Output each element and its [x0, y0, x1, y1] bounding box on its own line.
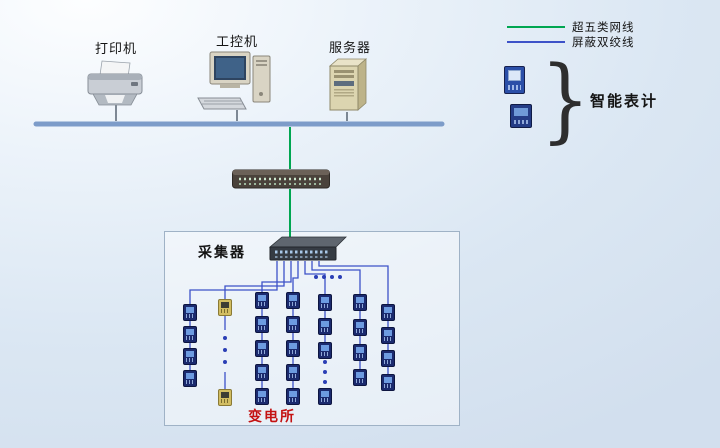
meter-icon [381, 327, 395, 344]
meter-icon [353, 344, 367, 361]
industrial-pc-icon [196, 50, 276, 117]
ellipsis-dot [323, 380, 327, 384]
substation-label: 变电所 [248, 410, 296, 425]
smart-meter-icon-a [504, 66, 525, 94]
smart-meter-icon-b [510, 104, 532, 128]
brace-glyph: } [540, 46, 591, 153]
legend-label-stp: 屏蔽双绞线 [572, 37, 635, 49]
industrial-pc-label: 工控机 [215, 34, 258, 49]
meter-icon [318, 342, 332, 359]
branch-4 [292, 261, 299, 396]
meter-icon [318, 318, 332, 335]
meter-icon [183, 326, 197, 343]
collector-icon [266, 236, 350, 269]
server-icon [324, 56, 372, 119]
meter-icon [183, 370, 197, 387]
meter-icon [255, 292, 269, 309]
meter-icon [255, 340, 269, 357]
meter-icon [183, 304, 197, 321]
branch-7 [318, 261, 389, 382]
legend-line-stp [507, 41, 565, 43]
ellipsis-dot [223, 348, 227, 352]
legend-label-cat5: 超五类网线 [572, 22, 635, 34]
meter-icon [353, 369, 367, 386]
meter-icon [255, 364, 269, 381]
meter-icon [353, 294, 367, 311]
meter-icon [318, 294, 332, 311]
ellipsis-dot [323, 370, 327, 374]
meter-icon [318, 388, 332, 405]
meter-icon [286, 388, 300, 405]
branch-3 [261, 261, 292, 396]
meter-icon [218, 389, 232, 406]
ellipsis-dot [338, 275, 342, 279]
ellipsis-dot [314, 275, 318, 279]
meter-icon [286, 340, 300, 357]
ellipsis-dot [322, 275, 326, 279]
meter-icon [255, 388, 269, 405]
printer-icon [86, 60, 146, 111]
branch-5 [304, 261, 326, 352]
ethernet-switch-icon [232, 168, 330, 195]
meter-icon [255, 316, 269, 333]
collector-label: 采集器 [198, 246, 246, 261]
ellipsis-dot [330, 275, 334, 279]
ellipsis-dot [323, 360, 327, 364]
ellipsis-dot [223, 360, 227, 364]
meter-icon [183, 348, 197, 365]
meter-icon [218, 299, 232, 316]
meter-icon [381, 350, 395, 367]
smart-meters-label: 智能表计 [590, 94, 659, 110]
meter-icon [353, 319, 367, 336]
server-label: 服务器 [328, 40, 371, 55]
meter-icon [286, 292, 300, 309]
meter-icon [381, 304, 395, 321]
ellipsis-dot [223, 336, 227, 340]
meter-icon [286, 316, 300, 333]
printer-label: 打印机 [94, 41, 137, 56]
meter-icon [286, 364, 300, 381]
meter-icon [381, 374, 395, 391]
legend-line-cat5 [507, 26, 565, 28]
